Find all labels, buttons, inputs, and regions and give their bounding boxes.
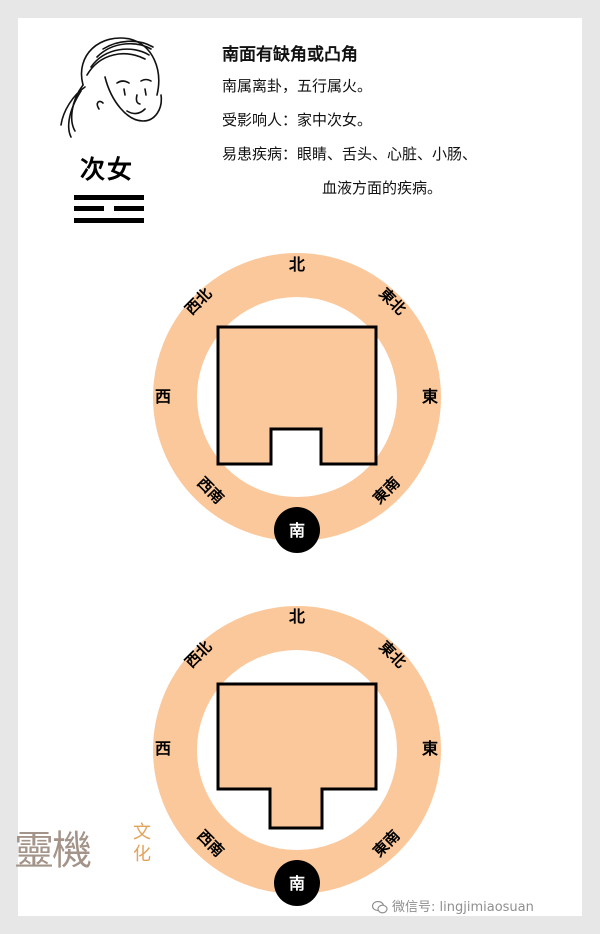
compass-diagram-missing-corner: 南 北 東 西 西北 東北 西南 東南 [153, 253, 441, 553]
direction-north-label: 北 [289, 255, 305, 274]
direction-north-label: 北 [289, 607, 305, 626]
info-value: 家中次女。 [297, 111, 373, 129]
direction-west-label: 西 [155, 739, 171, 758]
compass-diagram-protruding-corner: 南 北 東 西 西北 東北 西南 東南 [153, 606, 441, 906]
house-plan-missing-corner [216, 325, 378, 466]
wechat-id: 微信号: lingjimiaosuan [392, 900, 534, 915]
page-title: 南面有缺角或凸角 [222, 45, 358, 65]
south-marker [274, 860, 320, 906]
info-row: 受影响人：家中次女。 [222, 109, 372, 130]
direction-south-label: 南 [289, 521, 305, 540]
info-row: 血液方面的疾病。 [322, 177, 442, 198]
info-row: 南属离卦，五行属火。 [222, 75, 372, 96]
direction-west-label: 西 [155, 387, 171, 406]
direction-east-label: 東 [422, 387, 438, 406]
lingji-logo: 靈機 [14, 828, 92, 874]
info-value: 血液方面的疾病。 [322, 179, 443, 197]
girl-illustration [60, 37, 163, 138]
info-row: 易患疾病：眼睛、舌头、心脏、小肠、 [222, 143, 477, 164]
direction-east-label: 東 [422, 739, 438, 758]
person-label: 次女 [79, 155, 134, 184]
wechat-icon [372, 901, 388, 914]
south-marker [274, 507, 320, 553]
info-label: 易患疾病： [222, 145, 298, 163]
info-label: 南属离卦， [222, 77, 298, 95]
house-plan-protruding-corner [216, 682, 378, 830]
info-label: 受影响人： [222, 111, 298, 129]
info-value: 眼睛、舌头、心脏、小肠、 [297, 145, 478, 163]
info-value: 五行属火。 [297, 77, 373, 95]
direction-south-label: 南 [289, 874, 305, 893]
logo-suffix: 文化 [133, 822, 151, 865]
wechat-watermark: 微信号: lingjimiaosuan [372, 896, 534, 915]
